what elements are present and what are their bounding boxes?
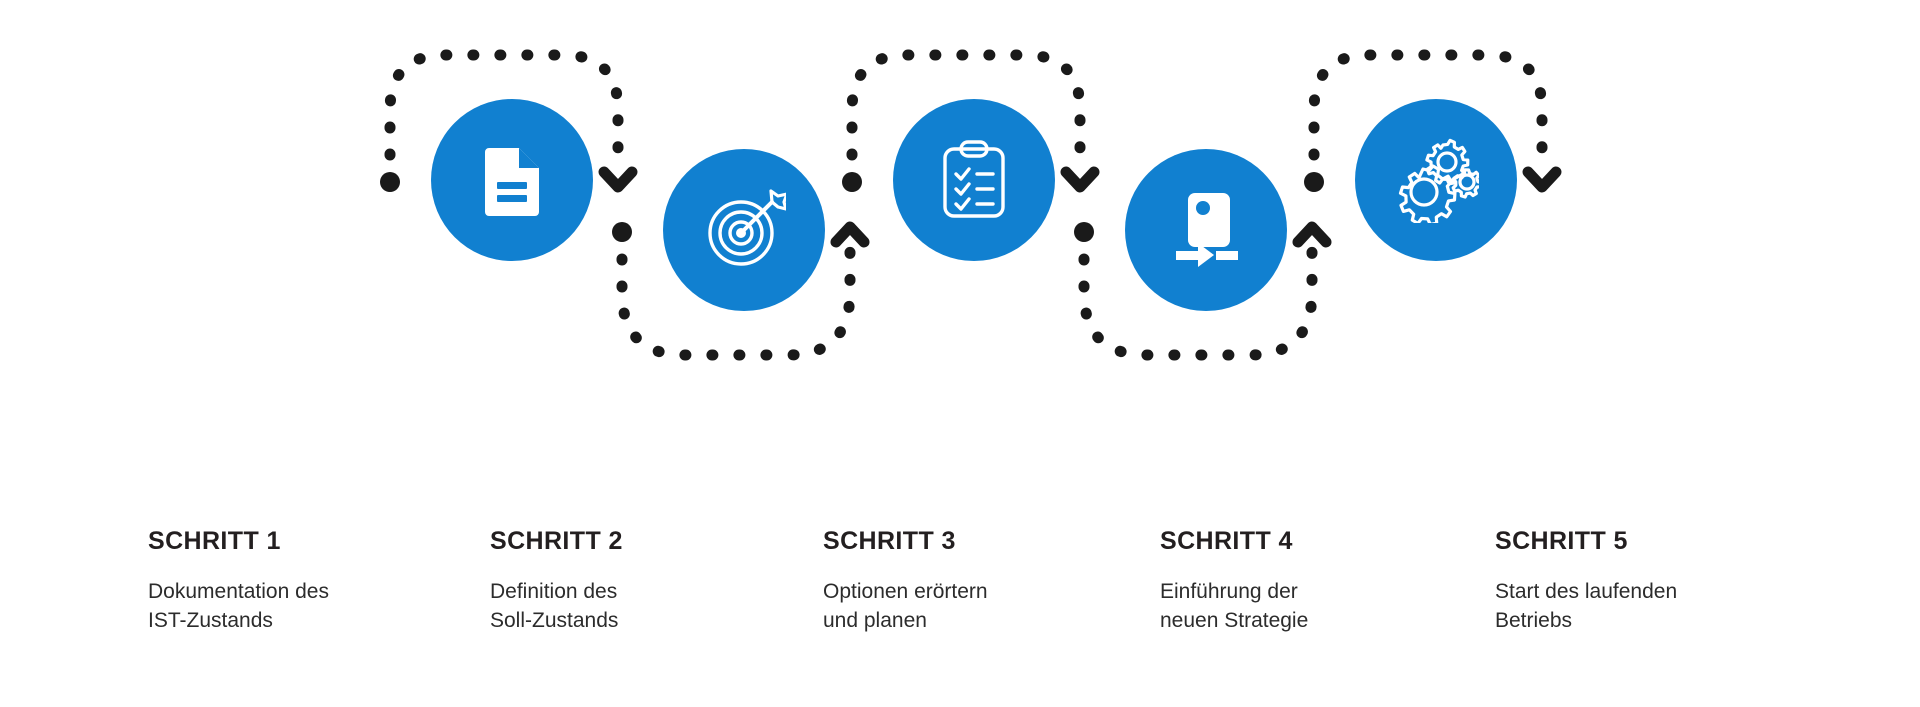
step-circle-3[interactable]	[893, 99, 1055, 261]
step-description-3-line1: Optionen erörtern	[823, 579, 988, 603]
step-caption-3: SCHRITT 3 Optionen erörtern und planen	[823, 527, 1123, 637]
dot-marker-1	[380, 172, 400, 192]
document-icon	[481, 144, 543, 216]
dot-marker-2	[612, 222, 632, 242]
step-description-5-line2: Betriebs	[1495, 609, 1573, 633]
gears-icon	[1393, 137, 1479, 223]
dot-marker-3	[842, 172, 862, 192]
step-description-2: Definition des Soll-Zustands	[490, 577, 790, 637]
chevron-down-icon-1	[598, 166, 638, 193]
chevron-up-icon-1	[830, 221, 870, 248]
step-circle-5[interactable]	[1355, 99, 1517, 261]
dot-marker-4	[1074, 222, 1094, 242]
step-circle-2[interactable]	[663, 149, 825, 311]
chevron-down-icon-2	[1060, 166, 1100, 193]
step-title-4: SCHRITT 4	[1160, 527, 1293, 555]
step-title-2: SCHRITT 2	[490, 527, 623, 555]
step-title-3: SCHRITT 3	[823, 527, 956, 555]
step-circle-4[interactable]	[1125, 149, 1287, 311]
step-caption-1: SCHRITT 1 Dokumentation des IST-Zustands	[148, 527, 448, 637]
step-description-4-line2: neuen Strategie	[1160, 609, 1309, 633]
step-description-1: Dokumentation des IST-Zustands	[148, 577, 448, 637]
step-description-4: Einführung der neuen Strategie	[1160, 577, 1460, 637]
step-description-4-line1: Einführung der	[1160, 579, 1298, 603]
step-caption-2: SCHRITT 2 Definition des Soll-Zustands	[490, 527, 790, 637]
dot-marker-5	[1304, 172, 1324, 192]
step-circle-1[interactable]	[431, 99, 593, 261]
device-transfer-icon	[1166, 191, 1246, 269]
step-caption-5: SCHRITT 5 Start des laufenden Betriebs	[1495, 527, 1795, 637]
chevron-down-icon-3	[1522, 166, 1562, 193]
clipboard-checklist-icon	[941, 140, 1007, 220]
step-description-3: Optionen erörtern und planen	[823, 577, 1123, 637]
target-arrow-icon	[702, 188, 786, 272]
step-title-5: SCHRITT 5	[1495, 527, 1628, 555]
step-description-5-line1: Start des laufenden	[1495, 579, 1678, 603]
step-description-5: Start des laufenden Betriebs	[1495, 577, 1795, 637]
step-description-3-line2: und planen	[823, 609, 927, 633]
step-description-2-line2: Soll-Zustands	[490, 609, 619, 633]
step-description-1-line1: Dokumentation des	[148, 579, 329, 603]
step-caption-4: SCHRITT 4 Einführung der neuen Strategie	[1160, 527, 1460, 637]
step-title-1: SCHRITT 1	[148, 527, 281, 555]
step-description-2-line1: Definition des	[490, 579, 618, 603]
step-description-1-line2: IST-Zustands	[148, 609, 273, 633]
chevron-up-icon-2	[1292, 221, 1332, 248]
